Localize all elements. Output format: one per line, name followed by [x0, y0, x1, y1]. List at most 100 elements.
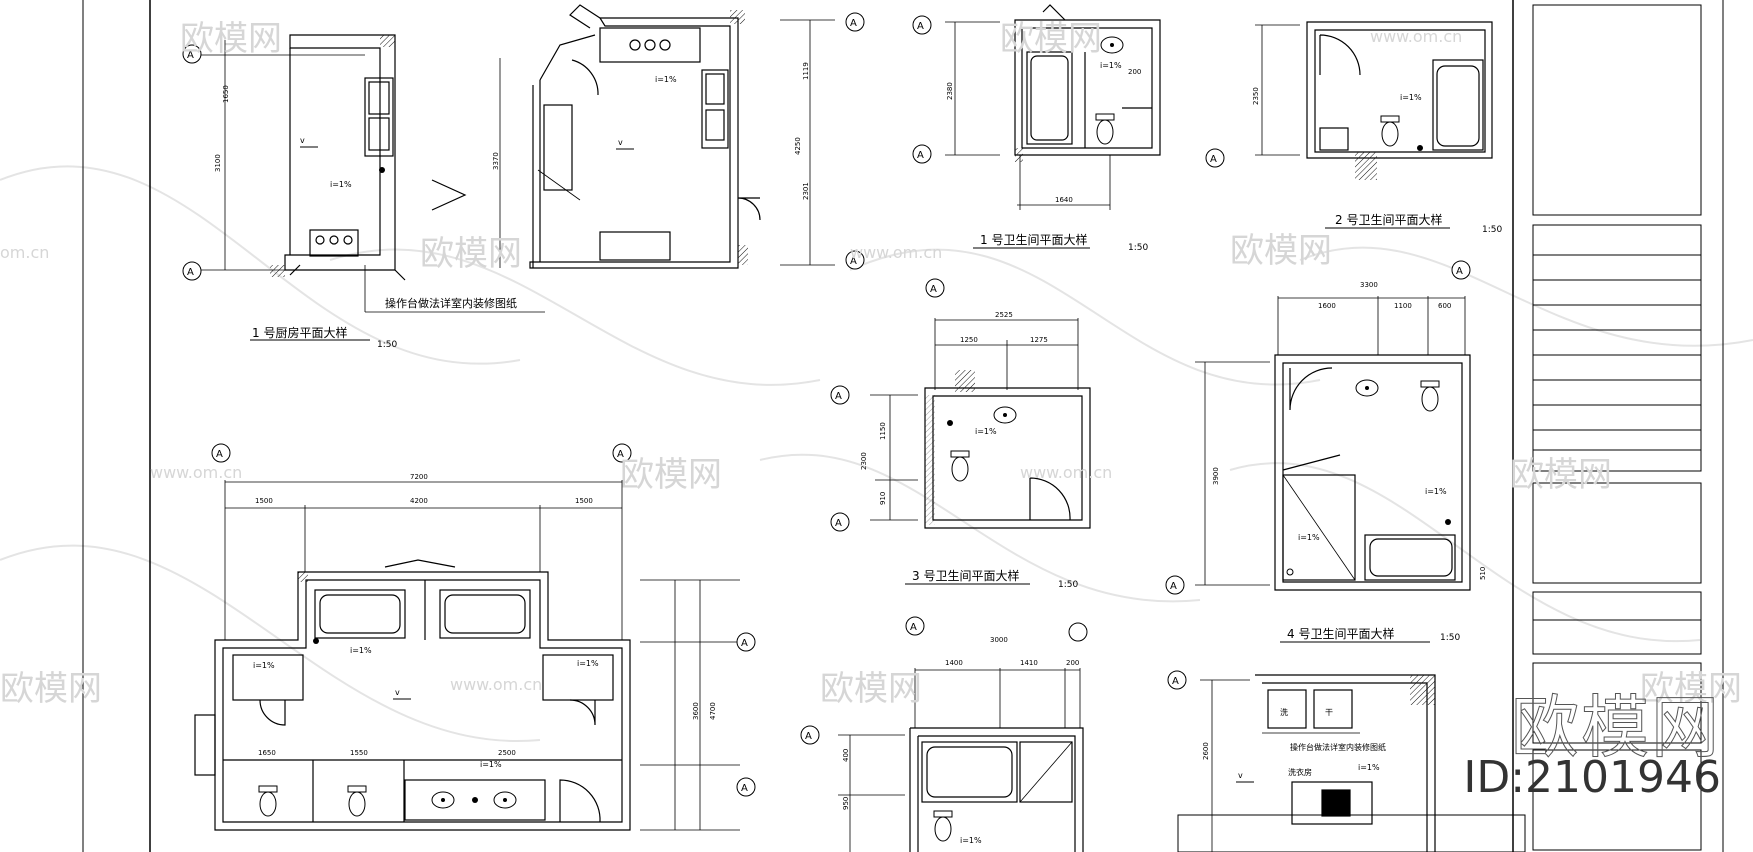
watermark-id: ID:2101946	[1463, 752, 1721, 803]
laundry-slope: i=1%	[1358, 763, 1380, 772]
kitchen2-dim-1119: 1119	[802, 62, 810, 80]
bath-3-plan: i=1% 2525 1250 1275 2300 1150 910 3 号卫生间…	[830, 278, 1091, 590]
bath-1-plan: i=1% 2380 1640 200 1 号卫生间平面大样 1:50 A A	[912, 4, 1161, 253]
master-dim-7200: 7200	[410, 473, 428, 481]
master-dim-1500b: 1500	[575, 497, 593, 505]
master-slope-1: i=1%	[350, 646, 372, 655]
svg-text:欧模网: 欧模网	[0, 669, 102, 709]
bath4-dim-510: 510	[1479, 567, 1487, 580]
master-dim-3600: 3600	[692, 702, 700, 720]
master-dim-2500: 2500	[498, 749, 516, 757]
laundry-label-dry: 干	[1325, 708, 1333, 717]
svg-text:A: A	[187, 50, 194, 61]
laundry-plan: 操作台做法详室内装修图纸 洗 干 洗衣房 i=1% 2600 v A	[1167, 670, 1526, 852]
kitchen2-dim-4250: 4250	[794, 137, 802, 155]
svg-text:v: v	[1238, 771, 1243, 780]
bath3-dim-1250: 1250	[960, 336, 978, 344]
bath1-dim-1640: 1640	[1055, 196, 1073, 204]
bath3-dim-2300: 2300	[860, 452, 868, 470]
bath3-scale: 1:50	[1058, 580, 1078, 590]
bath3-slope: i=1%	[975, 427, 997, 436]
kitchen-scale: 1:50	[377, 340, 397, 350]
master-slope-2: i=1%	[253, 661, 275, 670]
bath4-dim-3900: 3900	[1212, 467, 1220, 485]
svg-text:A: A	[850, 256, 857, 267]
kitchen-slope: i=1%	[330, 180, 352, 189]
svg-text:A: A	[1456, 266, 1463, 277]
laundry-note: 操作台做法详室内装修图纸	[1290, 742, 1386, 752]
master-dim-1550: 1550	[350, 749, 368, 757]
bath1-dim-2380: 2380	[946, 82, 954, 100]
svg-text:欧模网: 欧模网	[820, 669, 922, 709]
bath2-title: 2 号卫生间平面大样	[1335, 212, 1442, 227]
svg-text:欧模网: 欧模网	[1640, 669, 1742, 709]
svg-text:A: A	[805, 731, 812, 742]
svg-text:A: A	[1210, 154, 1217, 165]
kitchen-dim-1650: 1650	[222, 85, 230, 103]
svg-text:A: A	[1170, 581, 1177, 592]
bath2-scale: 1:50	[1482, 225, 1502, 235]
bath1-dim-200: 200	[1128, 68, 1141, 76]
svg-text:www.om.cn: www.om.cn	[150, 463, 242, 482]
bath1-title: 1 号卫生间平面大样	[980, 232, 1087, 247]
svg-text:欧模网: 欧模网	[620, 455, 722, 495]
sheet-frame	[82, 0, 1724, 852]
svg-text:A: A	[741, 638, 748, 649]
svg-text:A: A	[835, 391, 842, 402]
svg-text:A: A	[917, 150, 924, 161]
bath3-dim-1275: 1275	[1030, 336, 1048, 344]
svg-text:www.om.cn: www.om.cn	[450, 675, 542, 694]
watermark-texts: 欧模网 欧模网 www.om.cn 欧模网 om.cn www.om.cn 欧模…	[0, 19, 1742, 709]
bath5-dim-1410: 1410	[1020, 659, 1038, 667]
master-slope-4: i=1%	[480, 760, 502, 769]
svg-text:www.om.cn: www.om.cn	[850, 243, 942, 262]
bath4-dim-1100: 1100	[1394, 302, 1412, 310]
bath-4-plan: i=1% i=1% 3300 1600 1100 600 3900 510 4 …	[1165, 260, 1487, 643]
svg-text:A: A	[1172, 676, 1179, 687]
bath4-scale: 1:50	[1440, 633, 1460, 643]
bath1-slope: i=1%	[1100, 61, 1122, 70]
kitchen-dim-3100: 3100	[214, 154, 222, 172]
svg-text:欧模网: 欧模网	[420, 234, 522, 274]
svg-text:A: A	[850, 18, 857, 29]
svg-text:www.om.cn: www.om.cn	[1020, 463, 1112, 482]
bath1-scale: 1:50	[1128, 243, 1148, 253]
svg-text:A: A	[835, 518, 842, 529]
bath5-dim-950: 950	[842, 797, 850, 810]
svg-text:A: A	[930, 284, 937, 295]
bath3-dim-1150: 1150	[879, 422, 887, 440]
kitchen-2-plan: i=1% 3370 1119 4250 2301 v	[492, 4, 835, 269]
laundry-label-wash: 洗	[1280, 707, 1288, 717]
bath4-dim-3300: 3300	[1360, 281, 1378, 289]
bath2-slope: i=1%	[1400, 93, 1422, 102]
svg-text:A: A	[917, 21, 924, 32]
kitchen2-slope: i=1%	[655, 75, 677, 84]
bath5-dim-1400: 1400	[945, 659, 963, 667]
svg-text:A: A	[216, 449, 223, 460]
master-slope-3: i=1%	[577, 659, 599, 668]
laundry-dim-2600: 2600	[1202, 742, 1210, 760]
svg-text:A: A	[910, 622, 917, 633]
master-dim-1500a: 1500	[255, 497, 273, 505]
bath5-slope: i=1%	[960, 836, 982, 845]
bath3-dim-910: 910	[879, 492, 887, 505]
bath-5-plan: i=1% 3000 1400 1410 200 400 950 A A	[800, 616, 1088, 852]
svg-text:A: A	[187, 267, 194, 278]
svg-text:欧模网: 欧模网	[1000, 19, 1102, 59]
kitchen-1-plan: 1 号厨房平面大样 1:50 操作台做法详室内装修图纸 i=1% 1650 31…	[190, 34, 545, 350]
svg-text:www.om.cn: www.om.cn	[1370, 27, 1462, 46]
bath5-dim-400: 400	[842, 749, 850, 762]
svg-text:A: A	[741, 783, 748, 794]
kitchen2-dim-3370: 3370	[492, 152, 500, 170]
bath5-dim-3000: 3000	[990, 636, 1008, 644]
svg-text:欧模网: 欧模网	[180, 19, 282, 59]
bath4-slope-2: i=1%	[1298, 533, 1320, 542]
master-dim-4700: 4700	[709, 702, 717, 720]
watermark-pattern	[0, 165, 1753, 743]
master-bath-plan: i=1% i=1% i=1% i=1% 7200 1500 4200 1500 …	[194, 443, 756, 831]
bath4-slope-1: i=1%	[1425, 487, 1447, 496]
bath3-dim-2525: 2525	[995, 311, 1013, 319]
svg-text:欧模网: 欧模网	[1510, 455, 1612, 495]
kitchen-note: 操作台做法详室内装修图纸	[385, 296, 517, 310]
